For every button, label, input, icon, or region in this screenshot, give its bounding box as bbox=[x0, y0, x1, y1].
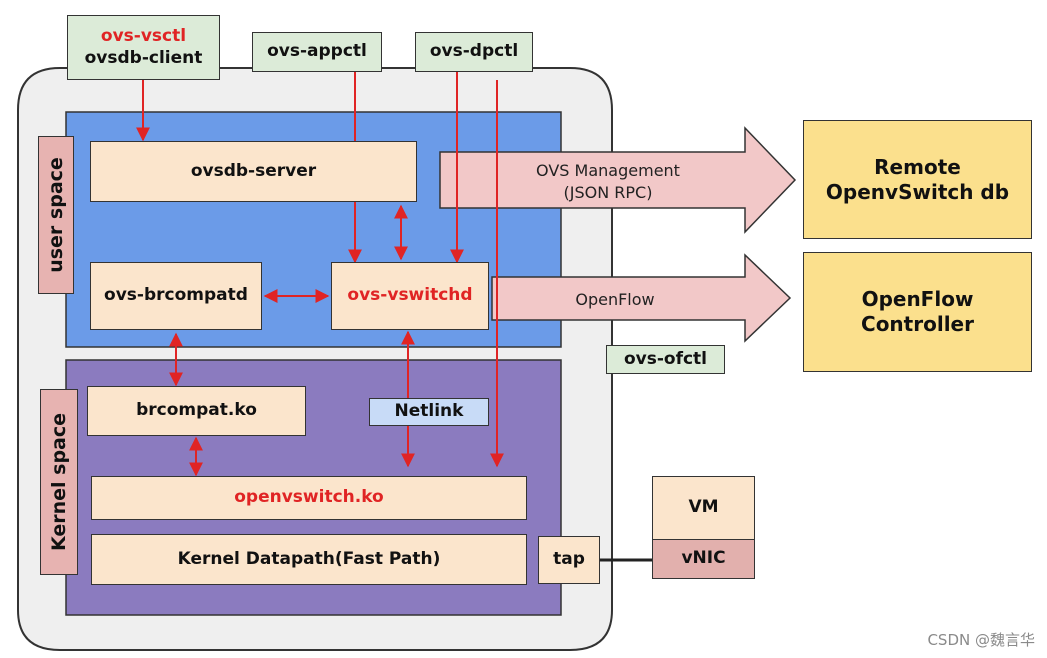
ovsdb-server-label: ovsdb-server bbox=[190, 160, 317, 181]
ovs-management-text: OVS Management (JSON RPC) bbox=[508, 160, 708, 203]
vm-box: VM bbox=[652, 476, 755, 540]
ovs-vswitchd-box: ovs-vswitchd bbox=[331, 262, 489, 330]
vm-label: VM bbox=[688, 497, 719, 518]
ovs-appctl-label: ovs-appctl bbox=[267, 41, 367, 62]
ovsdb-server-box: ovsdb-server bbox=[90, 141, 417, 202]
kernel-datapath-box: Kernel Datapath(Fast Path) bbox=[91, 534, 527, 585]
ovs-management-arrow bbox=[439, 126, 797, 234]
remote-openvswitch-db-box: Remote OpenvSwitch db bbox=[803, 120, 1032, 239]
openflow-text: OpenFlow bbox=[540, 289, 690, 311]
netlink-label: Netlink bbox=[394, 401, 464, 422]
controller-line1: OpenFlow bbox=[861, 287, 974, 311]
ovs-vsctl-label: ovs-vsctl bbox=[100, 26, 187, 47]
tap-label: tap bbox=[553, 549, 585, 570]
openflow-controller-box: OpenFlow Controller bbox=[803, 252, 1032, 372]
brcompat-ko-box: brcompat.ko bbox=[87, 386, 306, 436]
kernel-datapath-label: Kernel Datapath(Fast Path) bbox=[177, 548, 441, 569]
tap-box: tap bbox=[538, 536, 600, 584]
ovs-ofctl-box: ovs-ofctl bbox=[606, 345, 725, 374]
ovs-brcompatd-box: ovs-brcompatd bbox=[90, 262, 262, 330]
remote-db-line1: Remote bbox=[874, 154, 961, 179]
brcompat-ko-label: brcompat.ko bbox=[136, 400, 257, 421]
ovs-management-line1: OVS Management bbox=[536, 161, 680, 180]
user-space-label: user space bbox=[38, 136, 74, 294]
ovs-management-line2: (JSON RPC) bbox=[563, 182, 653, 202]
openvswitch-ko-label: openvswitch.ko bbox=[234, 487, 384, 508]
ovs-dpctl-box: ovs-dpctl bbox=[415, 32, 533, 72]
ovs-appctl-box: ovs-appctl bbox=[252, 32, 382, 72]
openflow-arrow-label: OpenFlow bbox=[575, 290, 655, 309]
ovs-vswitchd-label: ovs-vswitchd bbox=[347, 285, 473, 306]
remote-db-line2: OpenvSwitch db bbox=[825, 179, 1010, 204]
vnic-box: vNIC bbox=[652, 539, 755, 579]
ovsdb-client-label: ovsdb-client bbox=[84, 47, 203, 68]
ovs-vsctl-box: ovs-vsctl ovsdb-client bbox=[67, 15, 220, 80]
ovs-brcompatd-label: ovs-brcompatd bbox=[104, 285, 248, 306]
ovs-ofctl-label: ovs-ofctl bbox=[623, 348, 708, 369]
controller-line2: Controller bbox=[861, 312, 974, 336]
vnic-label: vNIC bbox=[681, 548, 726, 569]
openvswitch-ko-box: openvswitch.ko bbox=[91, 476, 527, 520]
netlink-box: Netlink bbox=[369, 398, 489, 426]
openflow-arrow bbox=[491, 253, 792, 343]
kernel-space-label: Kernel space bbox=[40, 389, 78, 575]
ovs-dpctl-label: ovs-dpctl bbox=[429, 41, 519, 62]
watermark: CSDN @魏言华 bbox=[927, 631, 1035, 649]
